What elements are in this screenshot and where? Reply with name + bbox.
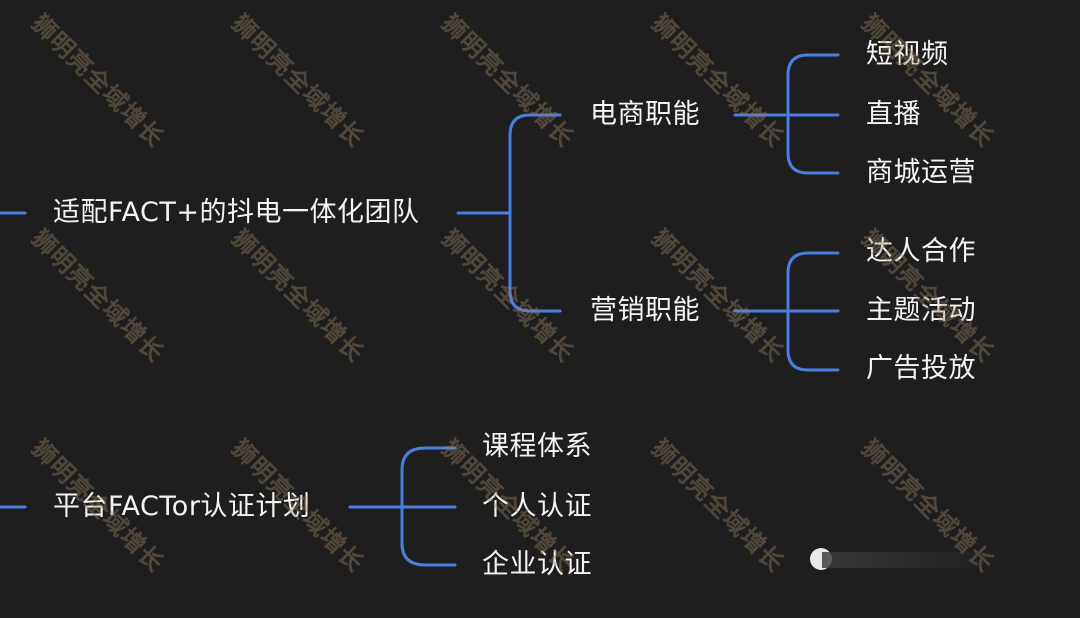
leaf-node-course-system: 课程体系 [482,431,592,462]
leaf-node-theme-event: 主题活动 [866,295,976,326]
leaf-node-short-video: 短视频 [866,39,949,70]
root-node-certification: 平台FACTor认证计划 [53,491,311,522]
leaf-node-advertising: 广告投放 [866,353,976,384]
branch-node-ecommerce: 电商职能 [590,99,700,130]
leaf-node-mall-operation: 商城运营 [866,157,976,188]
leaf-node-personal-cert: 个人认证 [482,491,592,522]
blurred-caption [822,552,1002,568]
root-node-team: 适配FACT+的抖电一体化团队 [53,197,420,228]
branch-node-marketing: 营销职能 [590,295,700,326]
leaf-node-influencer: 达人合作 [866,236,976,267]
leaf-node-enterprise-cert: 企业认证 [482,549,592,580]
leaf-node-livestream: 直播 [866,99,921,130]
